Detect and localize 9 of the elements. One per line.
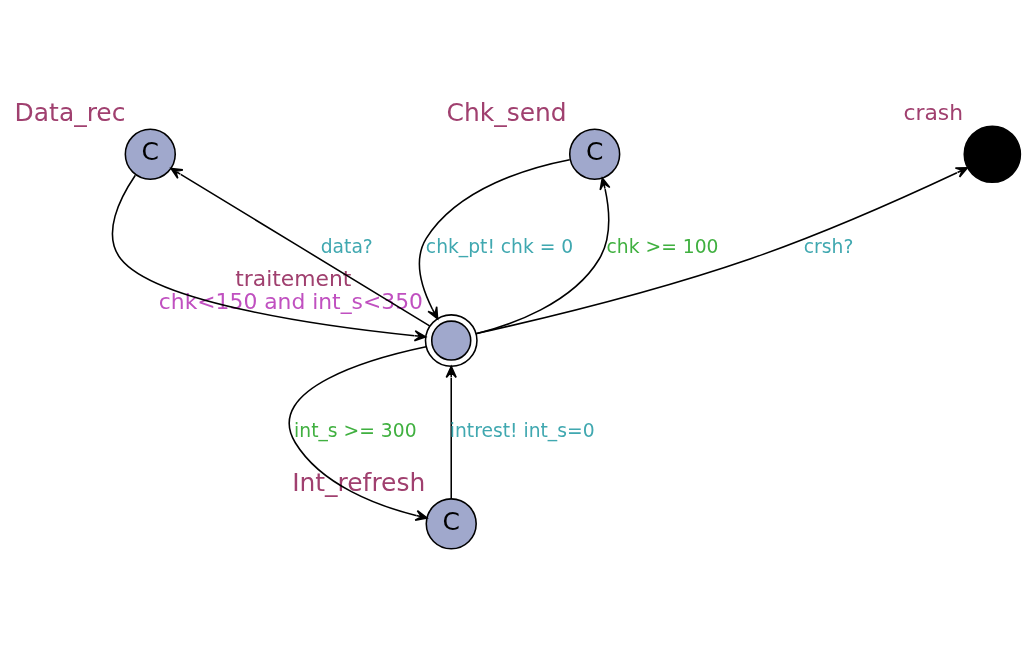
edge-label: int_s >= 300: [294, 419, 417, 441]
node-label: crash: [903, 99, 963, 125]
edge-label: crsh?: [803, 235, 854, 257]
edge-label: chk >= 100: [606, 235, 719, 257]
node-label: Data_rec: [14, 97, 126, 127]
node-label: Chk_send: [446, 97, 567, 127]
node-label: traitement: [235, 265, 352, 291]
edge-label: data?: [320, 235, 373, 257]
edge-label: chk_pt! chk = 0: [425, 235, 574, 257]
